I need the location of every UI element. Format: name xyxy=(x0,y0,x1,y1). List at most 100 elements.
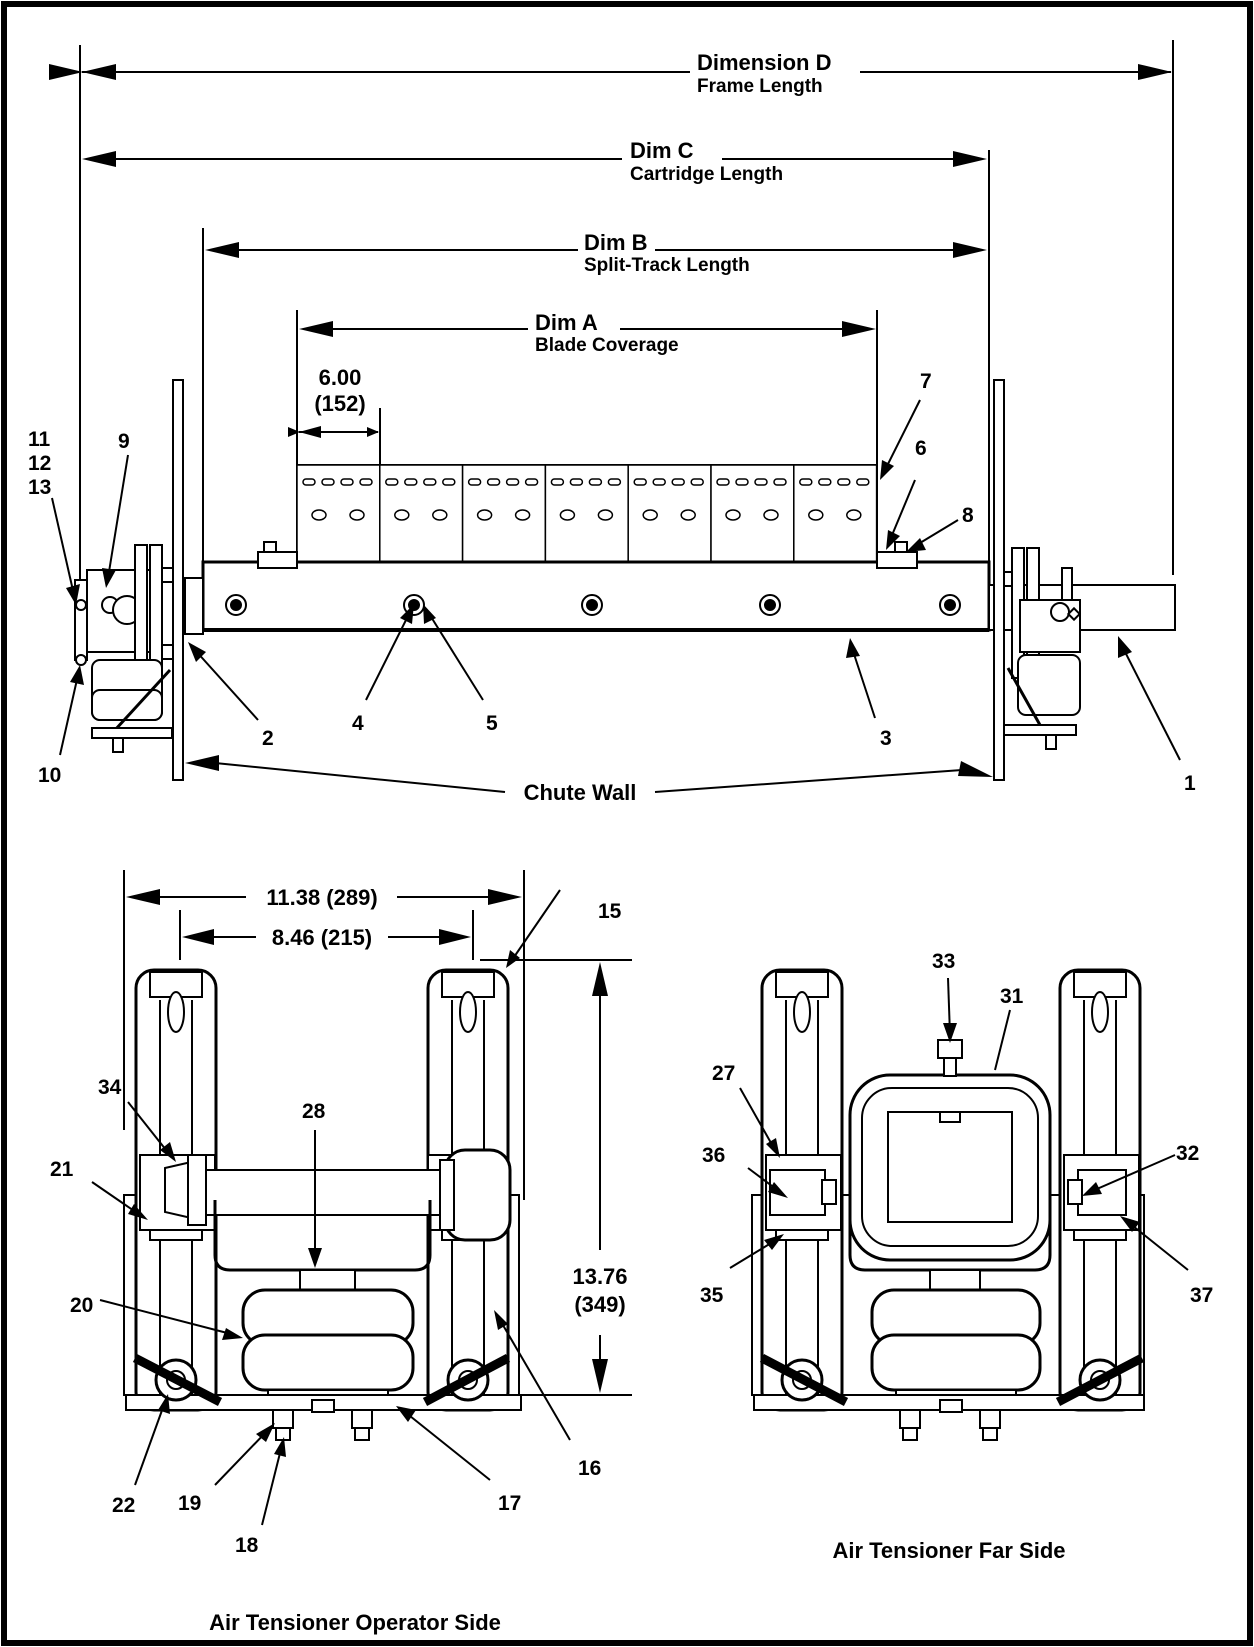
callout-2-leader xyxy=(194,649,259,721)
dimension-d: Dimension D Frame Length xyxy=(49,50,1172,97)
chute-wall-leader-left xyxy=(214,762,506,793)
blade-slot xyxy=(716,478,730,486)
blade-slot xyxy=(423,478,437,486)
blade-hole xyxy=(846,509,862,521)
far-airbag-lower xyxy=(870,1333,1042,1392)
chute-wall-right xyxy=(993,379,1005,781)
blade-slot xyxy=(607,478,622,486)
callout-15: 15 xyxy=(598,900,622,923)
blade-hole xyxy=(394,509,410,521)
callout-16: 16 xyxy=(578,1457,601,1480)
dimension-c-arrow-left xyxy=(82,151,116,167)
callout-34: 34 xyxy=(98,1076,122,1099)
blade-slot xyxy=(340,478,354,486)
left-tensioner-base xyxy=(91,727,173,739)
operator-side-view: 11.38 (289) 8.46 (215) 13.76 (349) xyxy=(50,870,632,1635)
dimension-d-arrow-left xyxy=(82,64,116,80)
right-tensioner-base xyxy=(1003,724,1077,736)
dimension-b-arrow-right xyxy=(953,242,987,258)
operator-right-lever xyxy=(422,1354,511,1406)
blade-width-arrow-left xyxy=(299,426,321,438)
operator-stud-right xyxy=(351,1409,373,1429)
width-inner-label: 8.46 (215) xyxy=(272,925,372,950)
right-tensioner-dial xyxy=(1050,602,1070,622)
callout-15-leader xyxy=(511,889,561,961)
blade-hole xyxy=(559,509,576,521)
callout-6-leader xyxy=(889,479,916,541)
clamp-left-bolt xyxy=(263,541,277,553)
operator-stud-left xyxy=(272,1409,294,1429)
callout-3-arrow xyxy=(846,638,860,658)
callout-3-leader xyxy=(851,647,876,719)
width-outer-label: 11.38 (289) xyxy=(266,885,377,910)
dimension-c-title: Dim C xyxy=(630,138,694,163)
callout-7: 7 xyxy=(920,370,932,393)
callout-6: 6 xyxy=(915,437,927,460)
callout-4-arrow xyxy=(400,604,414,624)
callout-18-arrow xyxy=(274,1437,286,1457)
callout-20-arrow xyxy=(222,1328,243,1340)
callout-11-arrow xyxy=(66,584,80,605)
far-stud-left xyxy=(899,1409,921,1429)
blade-hole xyxy=(476,509,493,521)
blade-slot xyxy=(588,478,603,486)
width-inner-arrow-right xyxy=(439,929,471,945)
callout-3: 3 xyxy=(880,727,892,750)
operator-airbag-top-plate xyxy=(299,1269,356,1291)
callout-35-arrow xyxy=(764,1234,784,1250)
callout-20: 20 xyxy=(70,1294,93,1317)
far-right-roller xyxy=(1091,991,1109,1033)
callout-33-arrow xyxy=(943,1023,957,1043)
callout-18-leader xyxy=(261,1444,283,1526)
dimension-c-subtitle: Cartridge Length xyxy=(630,164,783,185)
clamp-right-bolt xyxy=(894,541,908,553)
callout-16-arrow xyxy=(494,1310,508,1330)
dimension-a-arrow-left xyxy=(299,321,333,337)
callout-21: 21 xyxy=(50,1158,74,1181)
callout-1: 1 xyxy=(1184,772,1196,795)
chute-wall-dimension: Chute Wall xyxy=(185,755,993,805)
blade-slot xyxy=(799,478,813,486)
operator-airbag-lower xyxy=(241,1333,415,1392)
mandrel-left xyxy=(184,577,204,635)
height-metric: (349) xyxy=(574,1292,625,1317)
callout-4-leader xyxy=(365,611,411,701)
callout-28-arrow xyxy=(308,1248,322,1268)
blade-slot xyxy=(773,478,787,486)
far-right-inner-block xyxy=(1077,1169,1127,1216)
dimension-a-title: Dim A xyxy=(535,310,598,335)
chute-wall-leader-right xyxy=(654,769,963,793)
far-left-spacer xyxy=(775,1229,829,1241)
operator-right-roller xyxy=(459,991,477,1033)
operator-stud-right-nut xyxy=(354,1427,370,1441)
far-airbag-top-plate xyxy=(929,1269,981,1291)
operator-air-fitting xyxy=(311,1399,335,1413)
far-stud-left-nut xyxy=(902,1427,918,1441)
operator-left-spacer xyxy=(149,1229,203,1241)
callout-1-leader xyxy=(1119,641,1181,761)
callout-27-leader xyxy=(739,1087,776,1151)
callout-12: 12 xyxy=(28,452,51,475)
right-tensioner-bracket xyxy=(1006,667,1042,726)
callout-17-arrow xyxy=(396,1406,416,1422)
width-inner-arrow-left xyxy=(182,929,214,945)
blade-width-metric: (152) xyxy=(314,391,365,416)
callout-32-leader xyxy=(1089,1154,1176,1193)
blade-slot xyxy=(754,478,768,486)
blade-slot xyxy=(837,478,851,486)
callout-5: 5 xyxy=(486,712,498,735)
far-side-caption: Air Tensioner Far Side xyxy=(832,1538,1065,1563)
tube-bolt xyxy=(586,599,598,611)
far-side-view: 27 31 32 33 35 36 37 Air Tensioner Far S… xyxy=(700,950,1213,1563)
operator-side-caption: Air Tensioner Operator Side xyxy=(209,1610,501,1635)
right-tensioner-stud xyxy=(1045,734,1057,750)
callout-22: 22 xyxy=(112,1494,135,1517)
blade-slot xyxy=(671,478,685,486)
blade-hole xyxy=(597,509,614,521)
operator-handle-collar xyxy=(439,1159,455,1231)
right-tensioner-valve xyxy=(1061,567,1073,601)
far-housing-tab xyxy=(939,1111,961,1123)
clamp-left xyxy=(257,551,298,569)
callout-34-arrow xyxy=(160,1142,176,1162)
blade-hole xyxy=(349,509,365,521)
